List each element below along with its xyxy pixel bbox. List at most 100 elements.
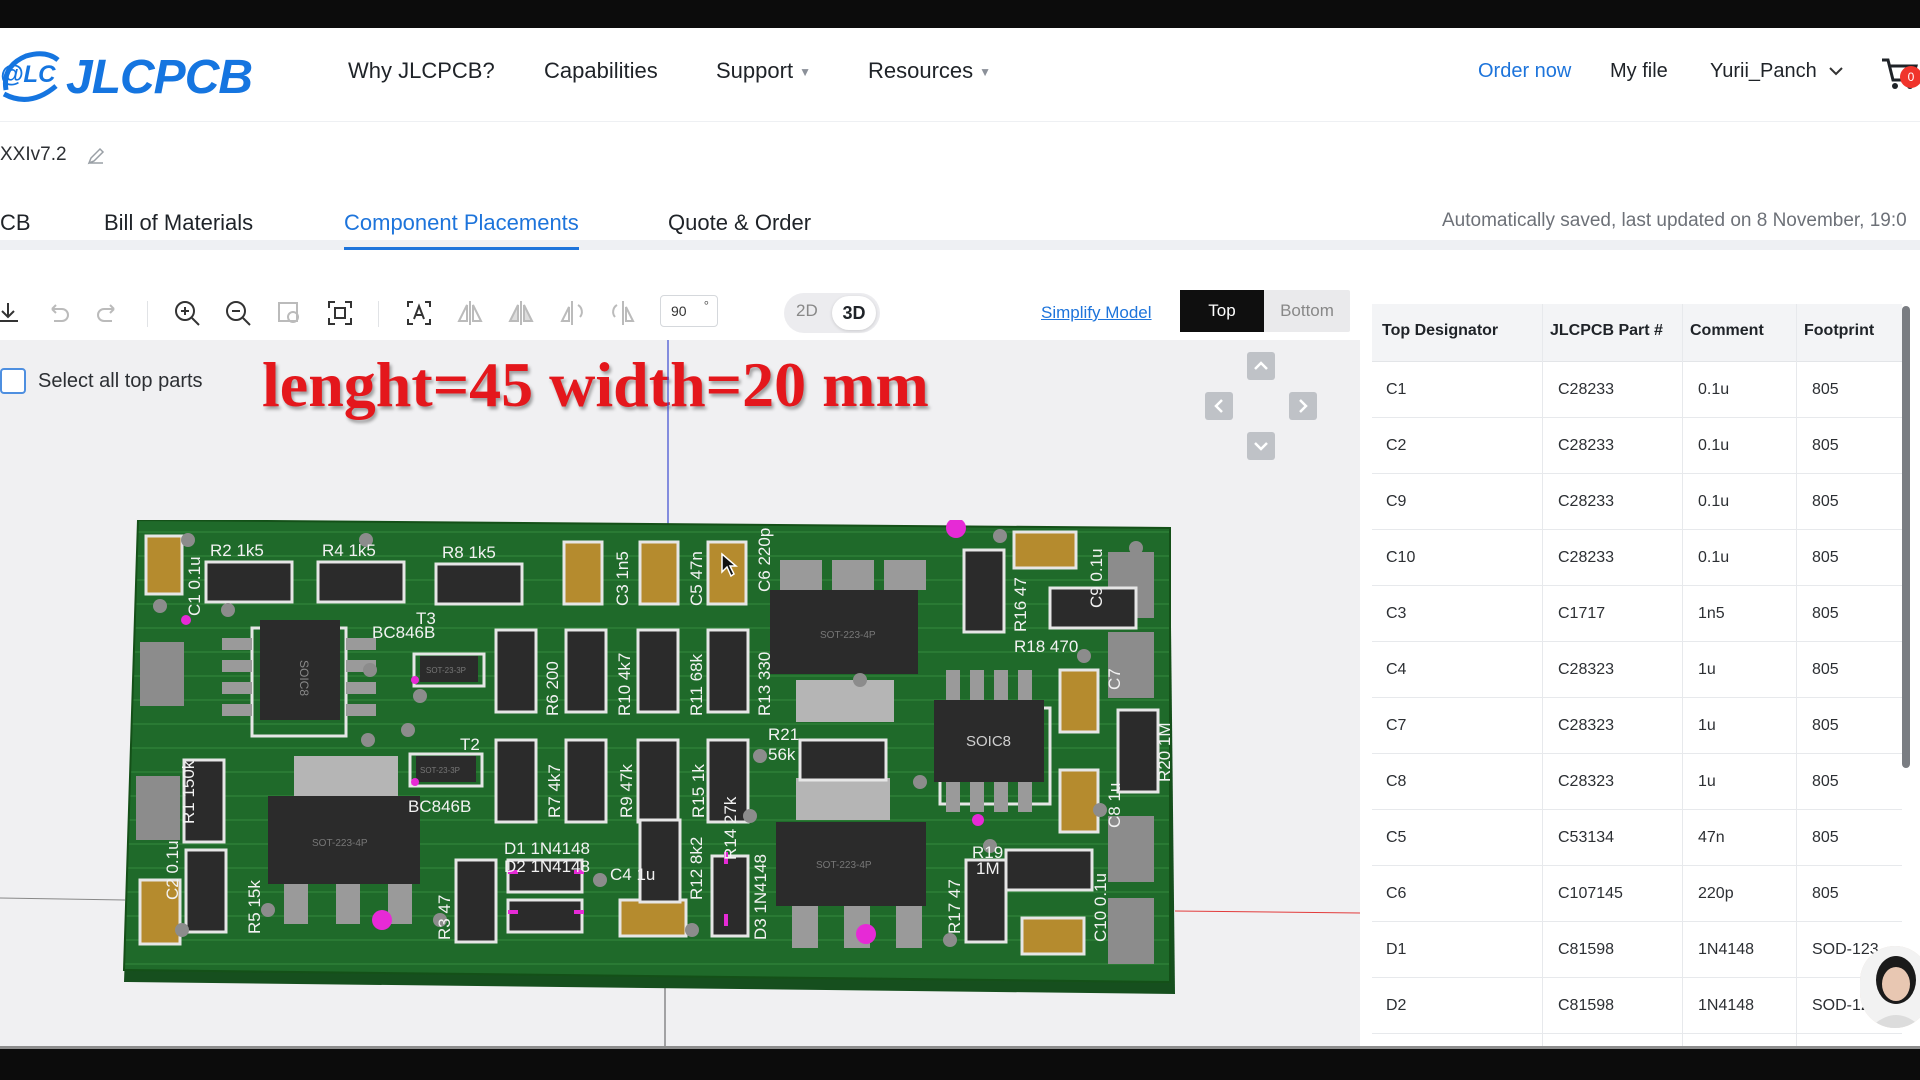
column-divider [1796, 304, 1797, 1046]
cell-comment: 47n [1698, 829, 1725, 846]
ic-sot223-bottom[interactable]: SOT-223-4P [776, 778, 926, 948]
pan-up-button[interactable] [1247, 352, 1275, 380]
nav-why-label: Why JLCPCB? [348, 58, 495, 83]
cell-designator: D1 [1386, 941, 1407, 958]
pcb-label-c4: C4 1u [610, 865, 655, 884]
simplify-model-link[interactable]: Simplify Model [1041, 303, 1152, 322]
download-button[interactable] [0, 297, 24, 329]
side-top-button[interactable]: Top [1180, 290, 1264, 332]
pcb-label-d2: D2 1N4148 [504, 857, 590, 876]
rotation-angle-input[interactable]: 90° [660, 295, 718, 327]
flip-horizontal-button[interactable] [454, 297, 486, 329]
cell-designator: C6 [1386, 885, 1407, 902]
chevron-left-icon [1214, 399, 1223, 413]
my-file-link[interactable]: My file [1610, 60, 1668, 82]
cell-designator: C2 [1386, 437, 1407, 454]
nav-why-jlcpcb[interactable]: Why JLCPCB? [348, 51, 495, 91]
cell-footprint: 805 [1812, 661, 1839, 678]
edit-pencil-icon[interactable] [86, 146, 106, 166]
cell-designator: C9 [1386, 493, 1407, 510]
3d-viewport[interactable]: Select all top parts lenght=45 width=20 … [0, 340, 1360, 1046]
nav-capabilities[interactable]: Capabilities [544, 51, 658, 91]
select-all-label: Select all top parts [38, 369, 203, 392]
placement-toolbar: 90° 2D 3D Simplify Model Top Bottom [0, 287, 1360, 337]
pcb-label-r18: R18 470 [1014, 637, 1078, 656]
ic-sot223-left[interactable]: SOT-223-4P [268, 756, 420, 924]
pan-right-button[interactable] [1289, 392, 1317, 420]
pcb-label-r10: R10 4k7 [615, 653, 634, 716]
cell-comment: 0.1u [1698, 493, 1730, 510]
tab-bill-of-materials[interactable]: Bill of Materials [104, 210, 254, 235]
tab-component-placements[interactable]: Component Placements [344, 210, 579, 250]
order-now-link[interactable]: Order now [1478, 60, 1572, 82]
rotate-left-button[interactable] [556, 297, 588, 329]
project-row: XXIv7.2 [0, 122, 1920, 202]
ic-soic8-right[interactable]: SOIC8 [934, 670, 1052, 812]
side-bottom-button[interactable]: Bottom [1280, 301, 1334, 320]
pcb-label-r3: R3 47 [435, 895, 454, 940]
pcb-label-r16: R16 47 [1011, 577, 1030, 632]
header-footprint[interactable]: Footprint [1804, 322, 1875, 339]
pcb-label-t3: T3 [416, 609, 436, 628]
flip-vertical-button[interactable] [505, 297, 537, 329]
flip-vertical-icon [508, 301, 534, 325]
tab-quote-order[interactable]: Quote & Order [668, 210, 812, 235]
cell-designator: D2 [1386, 997, 1407, 1014]
ic-sot223-top[interactable]: SOT-223-4P [770, 560, 926, 722]
chevron-right-icon [1299, 399, 1308, 413]
header-comment[interactable]: Comment [1690, 322, 1764, 339]
cell-part-number: C1717 [1558, 605, 1606, 622]
jlcpcb-logo[interactable]: @LC JLCPCB [0, 42, 253, 112]
header-top-designator[interactable]: Top Designator [1382, 322, 1499, 339]
view-3d-option[interactable]: 3D [832, 296, 876, 330]
cell-footprint: 805 [1812, 605, 1839, 622]
pcb-3d-model[interactable]: SOIC8 SOIC8 SOT-223-4P SOT-223-4P [120, 520, 1180, 1000]
rotate-right-button[interactable] [607, 297, 639, 329]
board-side-toggle: Top Bottom [1180, 290, 1350, 332]
pcb-label-r6: R6 200 [543, 661, 562, 716]
undo-button[interactable] [42, 297, 74, 329]
rotate-left-icon [560, 301, 583, 325]
text-select-button[interactable] [403, 297, 435, 329]
select-all-top-parts[interactable]: Select all top parts [0, 368, 203, 394]
cell-part-number: C81598 [1558, 941, 1615, 958]
zoom-out-icon [226, 301, 251, 326]
zoom-area-button[interactable] [273, 297, 305, 329]
chevron-up-icon [1254, 361, 1268, 370]
cell-part-number: C28323 [1558, 661, 1615, 678]
presenter-avatar [1860, 946, 1920, 1028]
zoom-area-icon [278, 302, 299, 323]
header-jlcpcb-part[interactable]: JLCPCB Part # [1550, 322, 1663, 339]
nav-resources[interactable]: Resources▼ [868, 51, 991, 92]
toolbar-divider [378, 301, 379, 327]
select-all-checkbox[interactable] [0, 368, 26, 394]
cell-comment: 0.1u [1698, 437, 1730, 454]
nav-support[interactable]: Support▼ [716, 51, 811, 92]
zoom-out-button[interactable] [222, 297, 254, 329]
redo-button[interactable] [92, 297, 124, 329]
zoom-in-button[interactable] [171, 297, 203, 329]
chevron-down-icon [1254, 442, 1268, 451]
pan-left-button[interactable] [1205, 392, 1233, 420]
view-2d-option[interactable]: 2D [796, 301, 818, 320]
pan-down-button[interactable] [1247, 432, 1275, 460]
tab-pcb[interactable]: CB [0, 210, 31, 235]
fit-view-icon [328, 301, 352, 325]
fit-view-button[interactable] [324, 297, 356, 329]
cell-part-number: C107145 [1558, 885, 1623, 902]
user-menu[interactable]: Yurii_Panch [1710, 51, 1844, 91]
table-scrollbar[interactable] [1902, 306, 1910, 768]
cell-designator: C8 [1386, 773, 1407, 790]
